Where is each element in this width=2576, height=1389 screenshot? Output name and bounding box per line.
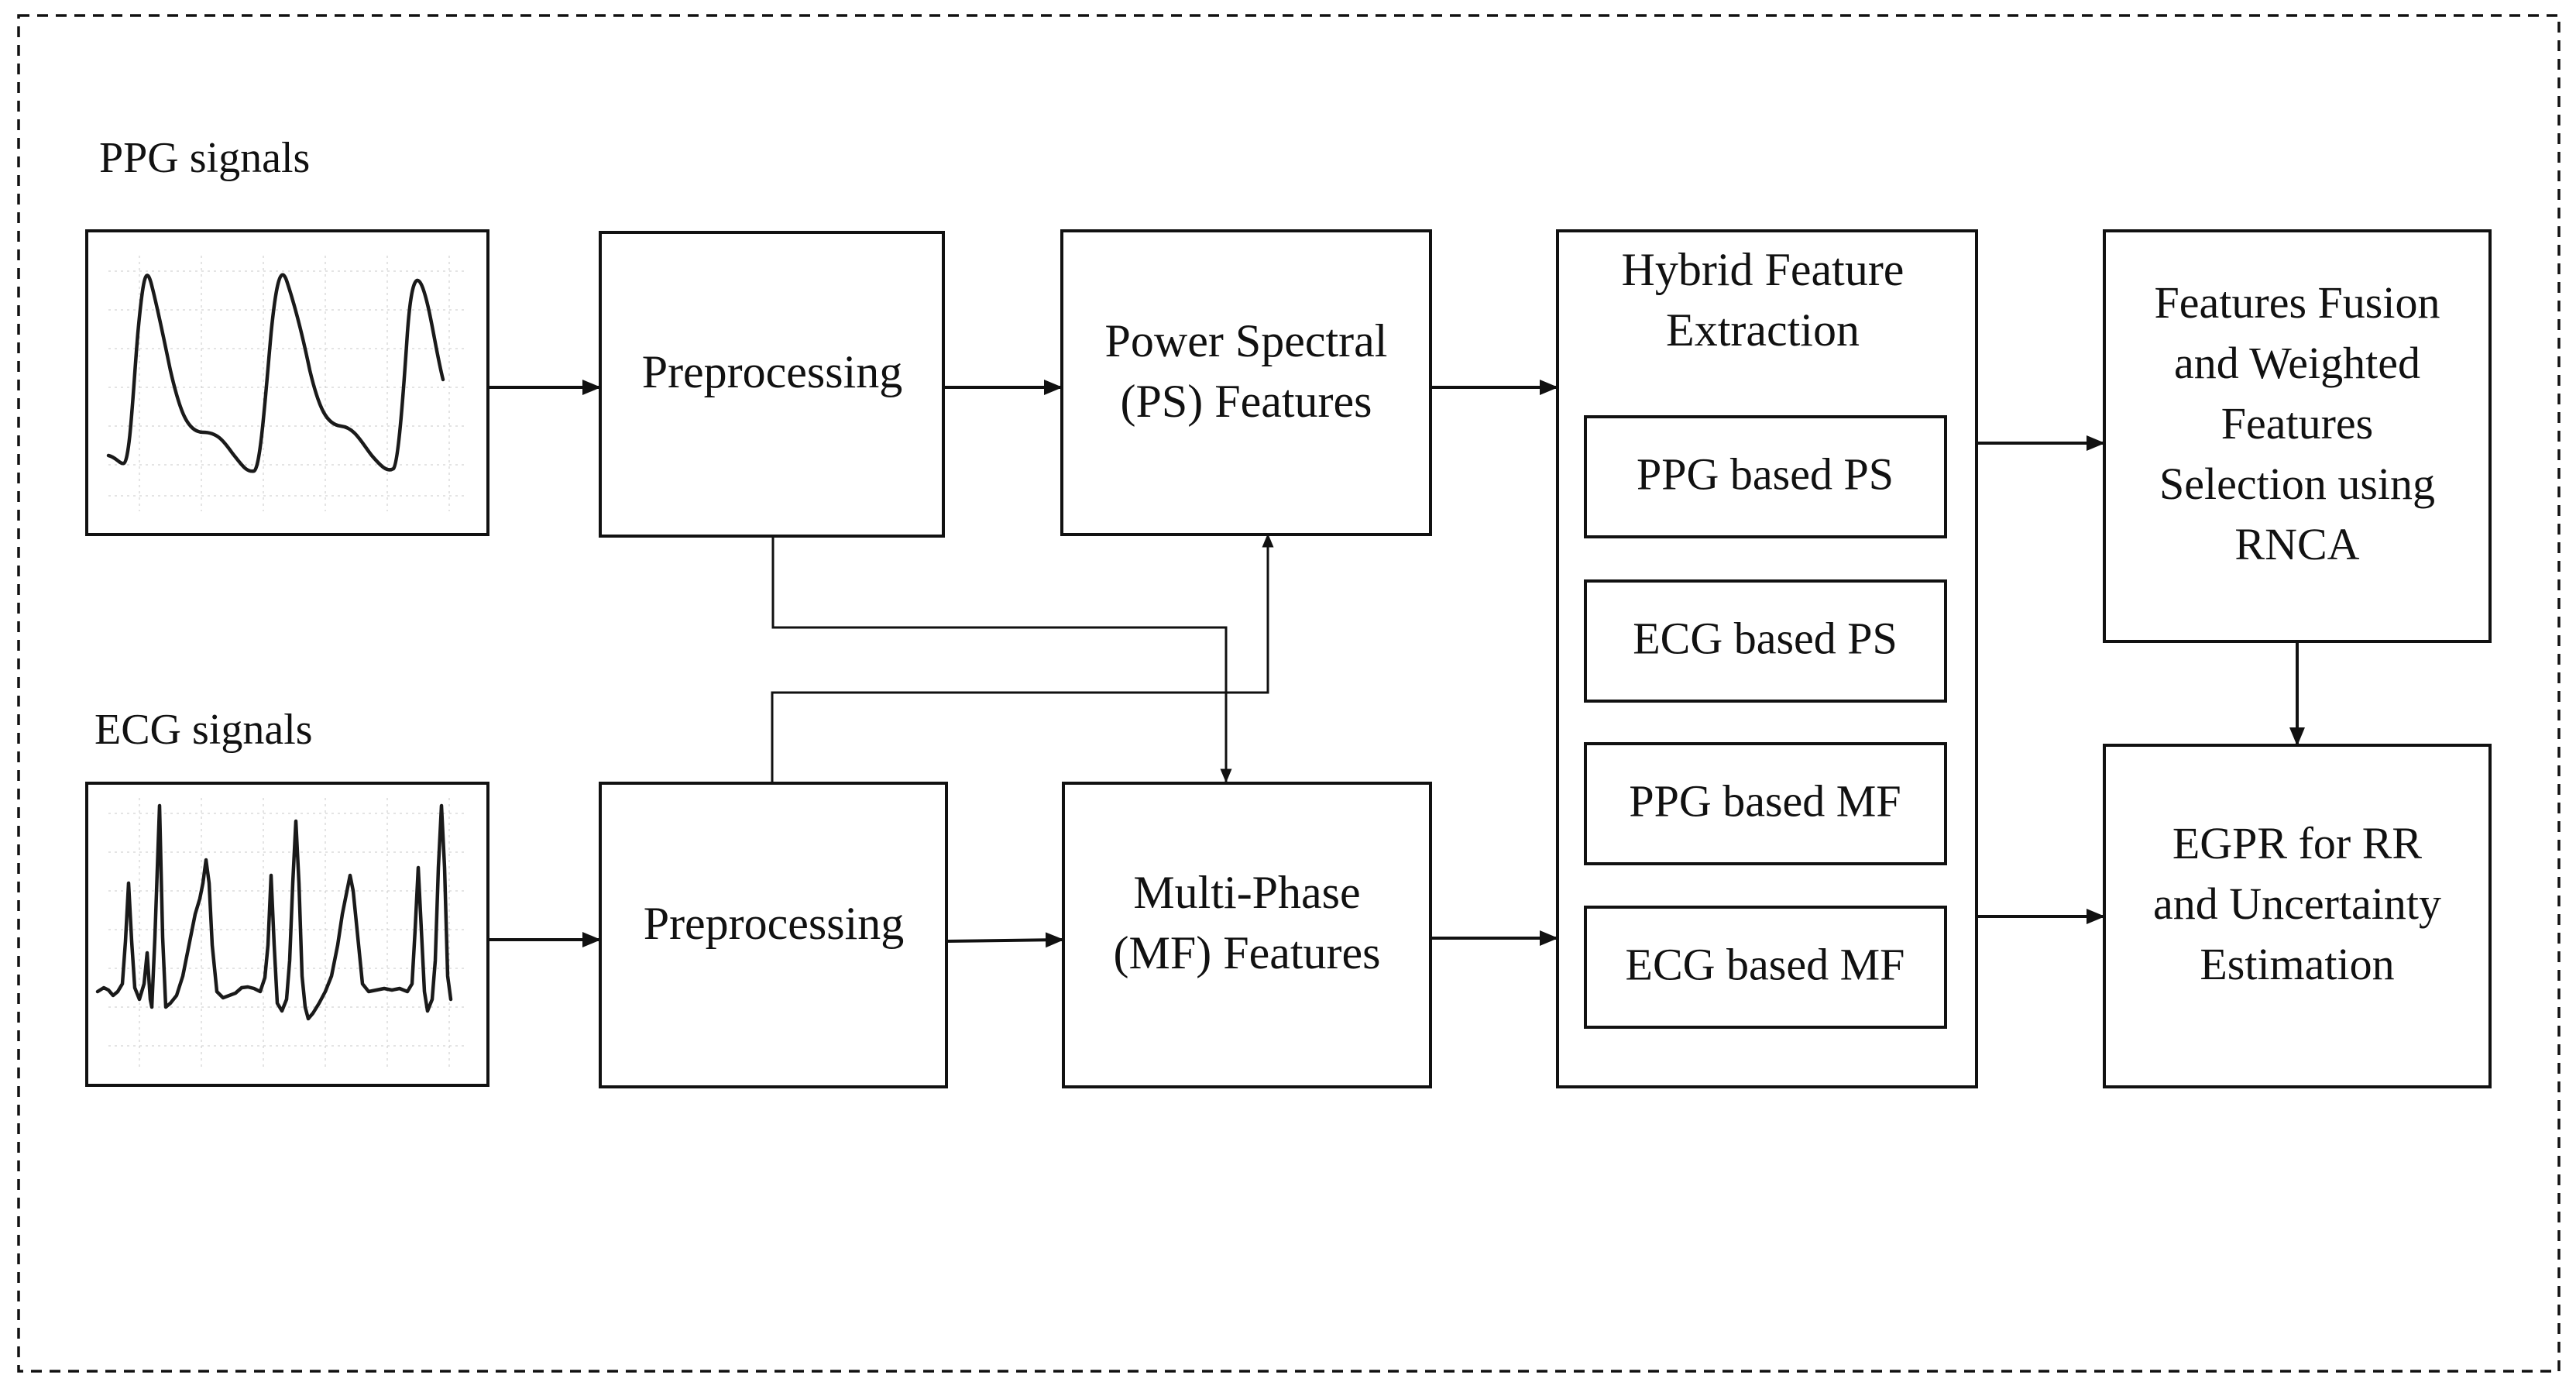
preprocessing-bottom-text-line-1: Preprocessing <box>644 898 905 949</box>
connector-bottom-preprocessing-to-ps <box>771 533 1274 783</box>
fusion-text-line-1: Features Fusion <box>2155 277 2440 328</box>
hybrid-item-2: ECG based PS <box>1633 613 1898 663</box>
hybrid-item-box-3 <box>1584 742 1947 865</box>
preprocessing-top-text: Preprocessing <box>642 346 903 397</box>
mf-features-box <box>1062 782 1432 1088</box>
hybrid-item-box-1 <box>1584 415 1947 538</box>
fusion-text-line-2: and Weighted <box>2174 338 2420 388</box>
ppg-signals-label: PPG signals <box>99 134 310 182</box>
mf-features-text-line-2: (MF) Features <box>1114 927 1381 978</box>
hybrid-item-1: PPG based PS <box>1637 449 1894 499</box>
ecg-waveform-icon <box>85 782 489 1087</box>
ps-features-box <box>1060 229 1432 536</box>
ecg-signals-label: ECG signals <box>94 706 313 754</box>
outer-frame <box>17 14 2561 1373</box>
preprocessing-bottom-box <box>599 782 948 1088</box>
ppg-waveform <box>106 273 445 473</box>
ps-features-text-line-1: Power Spectral <box>1105 315 1388 366</box>
arrow-preprocessing-to-mf <box>946 932 1064 948</box>
connector-top-preprocessing-to-mf <box>771 536 1232 783</box>
hybrid-item-4: ECG based MF <box>1626 939 1905 989</box>
fusion-box <box>2103 229 2492 643</box>
fusion-text-line-4: Selection using <box>2159 459 2435 509</box>
egpr-text-line-3: Estimation <box>2200 939 2394 989</box>
egpr-text-line-2: and Uncertainty <box>2153 878 2441 929</box>
hybrid-item-box-4 <box>1584 906 1947 1029</box>
hybrid-title-text-line-1: Hybrid Feature <box>1622 244 1905 295</box>
mf-features-text-line-1: Multi-Phase <box>1133 867 1360 918</box>
egpr-box <box>2103 744 2492 1088</box>
ps-features-text-line-2: (PS) Features <box>1121 376 1372 427</box>
mf-features-text: Multi-Phase (MF) Features <box>1114 867 1381 978</box>
ppg-waveform-icon <box>85 229 489 536</box>
fusion-text-line-3: Features <box>2221 398 2374 449</box>
preprocessing-top-box <box>599 231 945 538</box>
hybrid-title-text-line-2: Extraction <box>1666 304 1860 356</box>
hybrid-item-box-2 <box>1584 579 1947 703</box>
preprocessing-top-text-line-1: Preprocessing <box>642 346 903 397</box>
ps-features-text: Power Spectral (PS) Features <box>1105 315 1388 427</box>
ecg-waveform <box>95 803 453 1021</box>
egpr-text-line-1: EGPR for RR <box>2172 818 2423 868</box>
ecg-grid <box>108 798 466 1069</box>
hybrid-item-3: PPG based MF <box>1629 775 1901 826</box>
fusion-text-line-5: RNCA <box>2234 519 2359 569</box>
preprocessing-bottom-text: Preprocessing <box>644 898 905 949</box>
